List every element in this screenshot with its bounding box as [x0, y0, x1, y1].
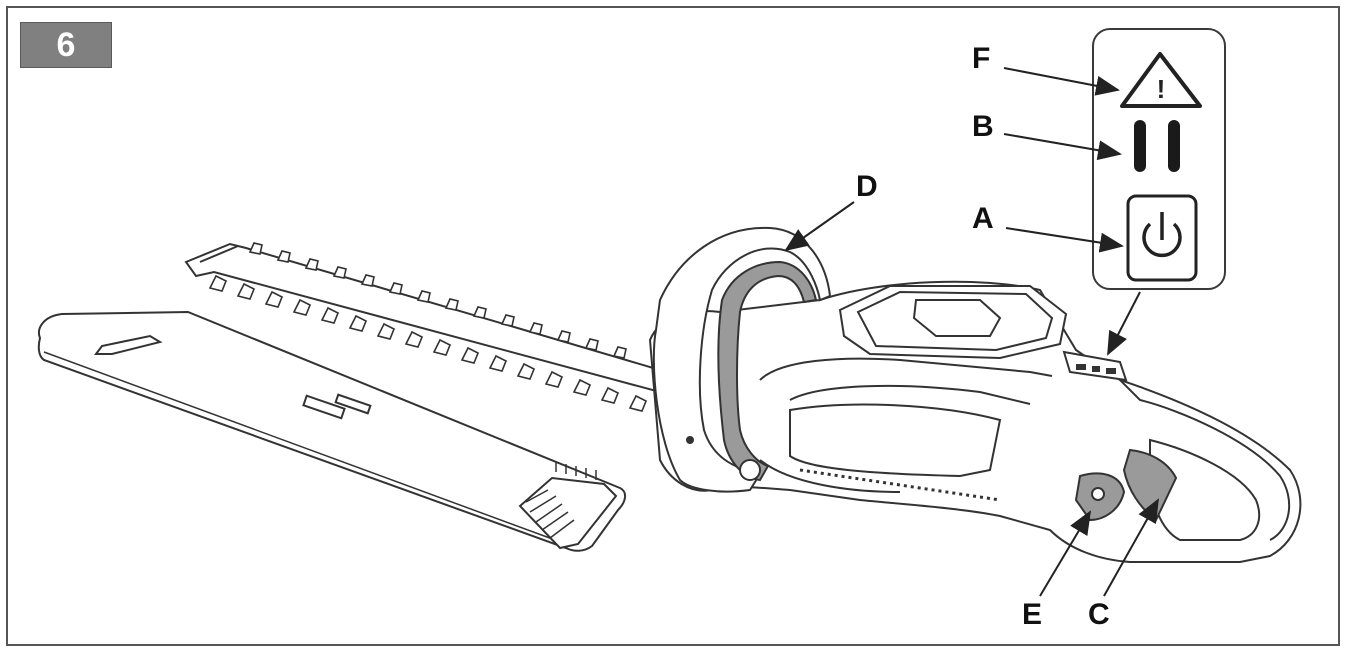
cutting-blade: [184, 242, 661, 412]
leader-a: [1005, 227, 1124, 253]
trimmer-body: [648, 280, 1302, 563]
front-handle: [652, 226, 832, 493]
callout-b: B: [972, 110, 994, 143]
callout-a: A: [972, 202, 994, 235]
callout-c: C: [1088, 598, 1110, 631]
pause-bars-icon: [1134, 120, 1180, 172]
warning-glyph: !: [1157, 74, 1166, 104]
leader-panel: [1107, 291, 1141, 356]
leader-c: [1103, 498, 1159, 597]
leader-lines: [784, 67, 1159, 597]
figure-frame: [6, 6, 1340, 646]
leader-d: [784, 201, 855, 252]
callout-e: E: [1022, 598, 1043, 631]
leader-e: [1039, 510, 1092, 597]
leader-f: [1003, 67, 1120, 96]
leader-b: [1003, 133, 1122, 161]
figure-number-badge: 6: [20, 22, 112, 68]
callout-d: D: [856, 170, 878, 203]
warning-triangle-icon: [1120, 52, 1202, 108]
callout-f: F: [972, 42, 991, 75]
power-button-icon: [1126, 194, 1198, 282]
blade-cover: [37, 310, 626, 552]
